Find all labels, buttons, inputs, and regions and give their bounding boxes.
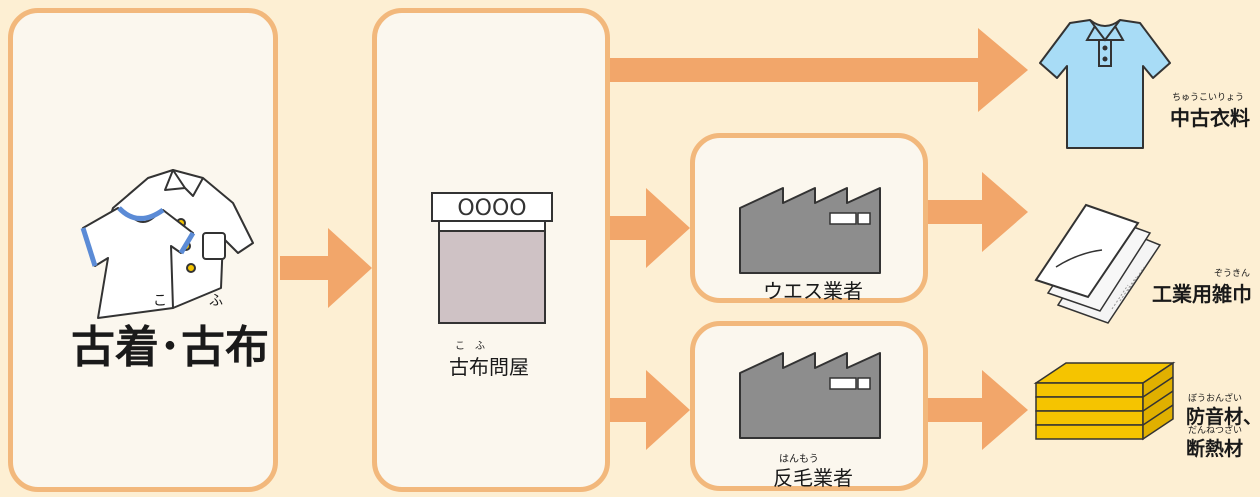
insulation-stack-icon: [1033, 361, 1176, 441]
used-clothes-illustration: [80, 169, 254, 319]
industrial-rag-label: 工業用雑巾: [1152, 282, 1252, 306]
wholesaler-label: 古布問屋: [449, 355, 529, 379]
shop-sign-text: OOOO: [457, 196, 526, 221]
source-label: 古着･古布: [71, 322, 269, 373]
arrow-source-to-wholesaler: [280, 228, 372, 308]
wholesaler-box: OOOO こ ふ 古布問屋: [372, 8, 610, 492]
industrial-rag-ruby: ぞうきん: [1214, 269, 1251, 279]
insulation-ruby-2: だんねつざい: [1188, 426, 1243, 436]
arrow-waste-dealer-to-rag: [928, 172, 1028, 252]
arrow-wholesaler-to-wool-dealer: [610, 370, 690, 450]
rag-stack-icon: [1034, 203, 1162, 324]
insulation-label-1: 防音材、: [1186, 406, 1260, 428]
wool-dealer-box: はんもう 反毛業者: [690, 321, 928, 491]
shop-building-icon: OOOO: [431, 192, 553, 324]
arrow-wool-dealer-to-insulation: [928, 370, 1028, 450]
waste-dealer-box: ウエス業者: [690, 133, 928, 303]
source-ruby-1: こ: [153, 293, 167, 309]
insulation-label-2: 断熱材: [1186, 438, 1244, 460]
arrow-wholesaler-to-used-clothing: [610, 28, 1028, 112]
polo-shirt-icon: [1039, 19, 1171, 149]
used-clothing-ruby: ちゅうこいりょう: [1172, 93, 1245, 103]
wholesaler-ruby-2: ふ: [475, 341, 485, 352]
factory-icon: [739, 352, 881, 439]
wool-dealer-ruby: はんもう: [779, 454, 819, 465]
waste-dealer-label: ウエス業者: [763, 279, 863, 303]
source-ruby-2: ふ: [209, 293, 223, 309]
arrow-wholesaler-to-waste-dealer: [610, 188, 690, 268]
factory-icon: [739, 187, 881, 274]
wholesaler-ruby-1: こ: [455, 341, 465, 352]
wool-dealer-label: 反毛業者: [773, 466, 853, 490]
insulation-ruby-1: ぼうおんざい: [1188, 394, 1243, 404]
source-box: こ ふ 古着･古布: [8, 8, 278, 492]
used-clothing-label: 中古衣料: [1170, 106, 1250, 130]
